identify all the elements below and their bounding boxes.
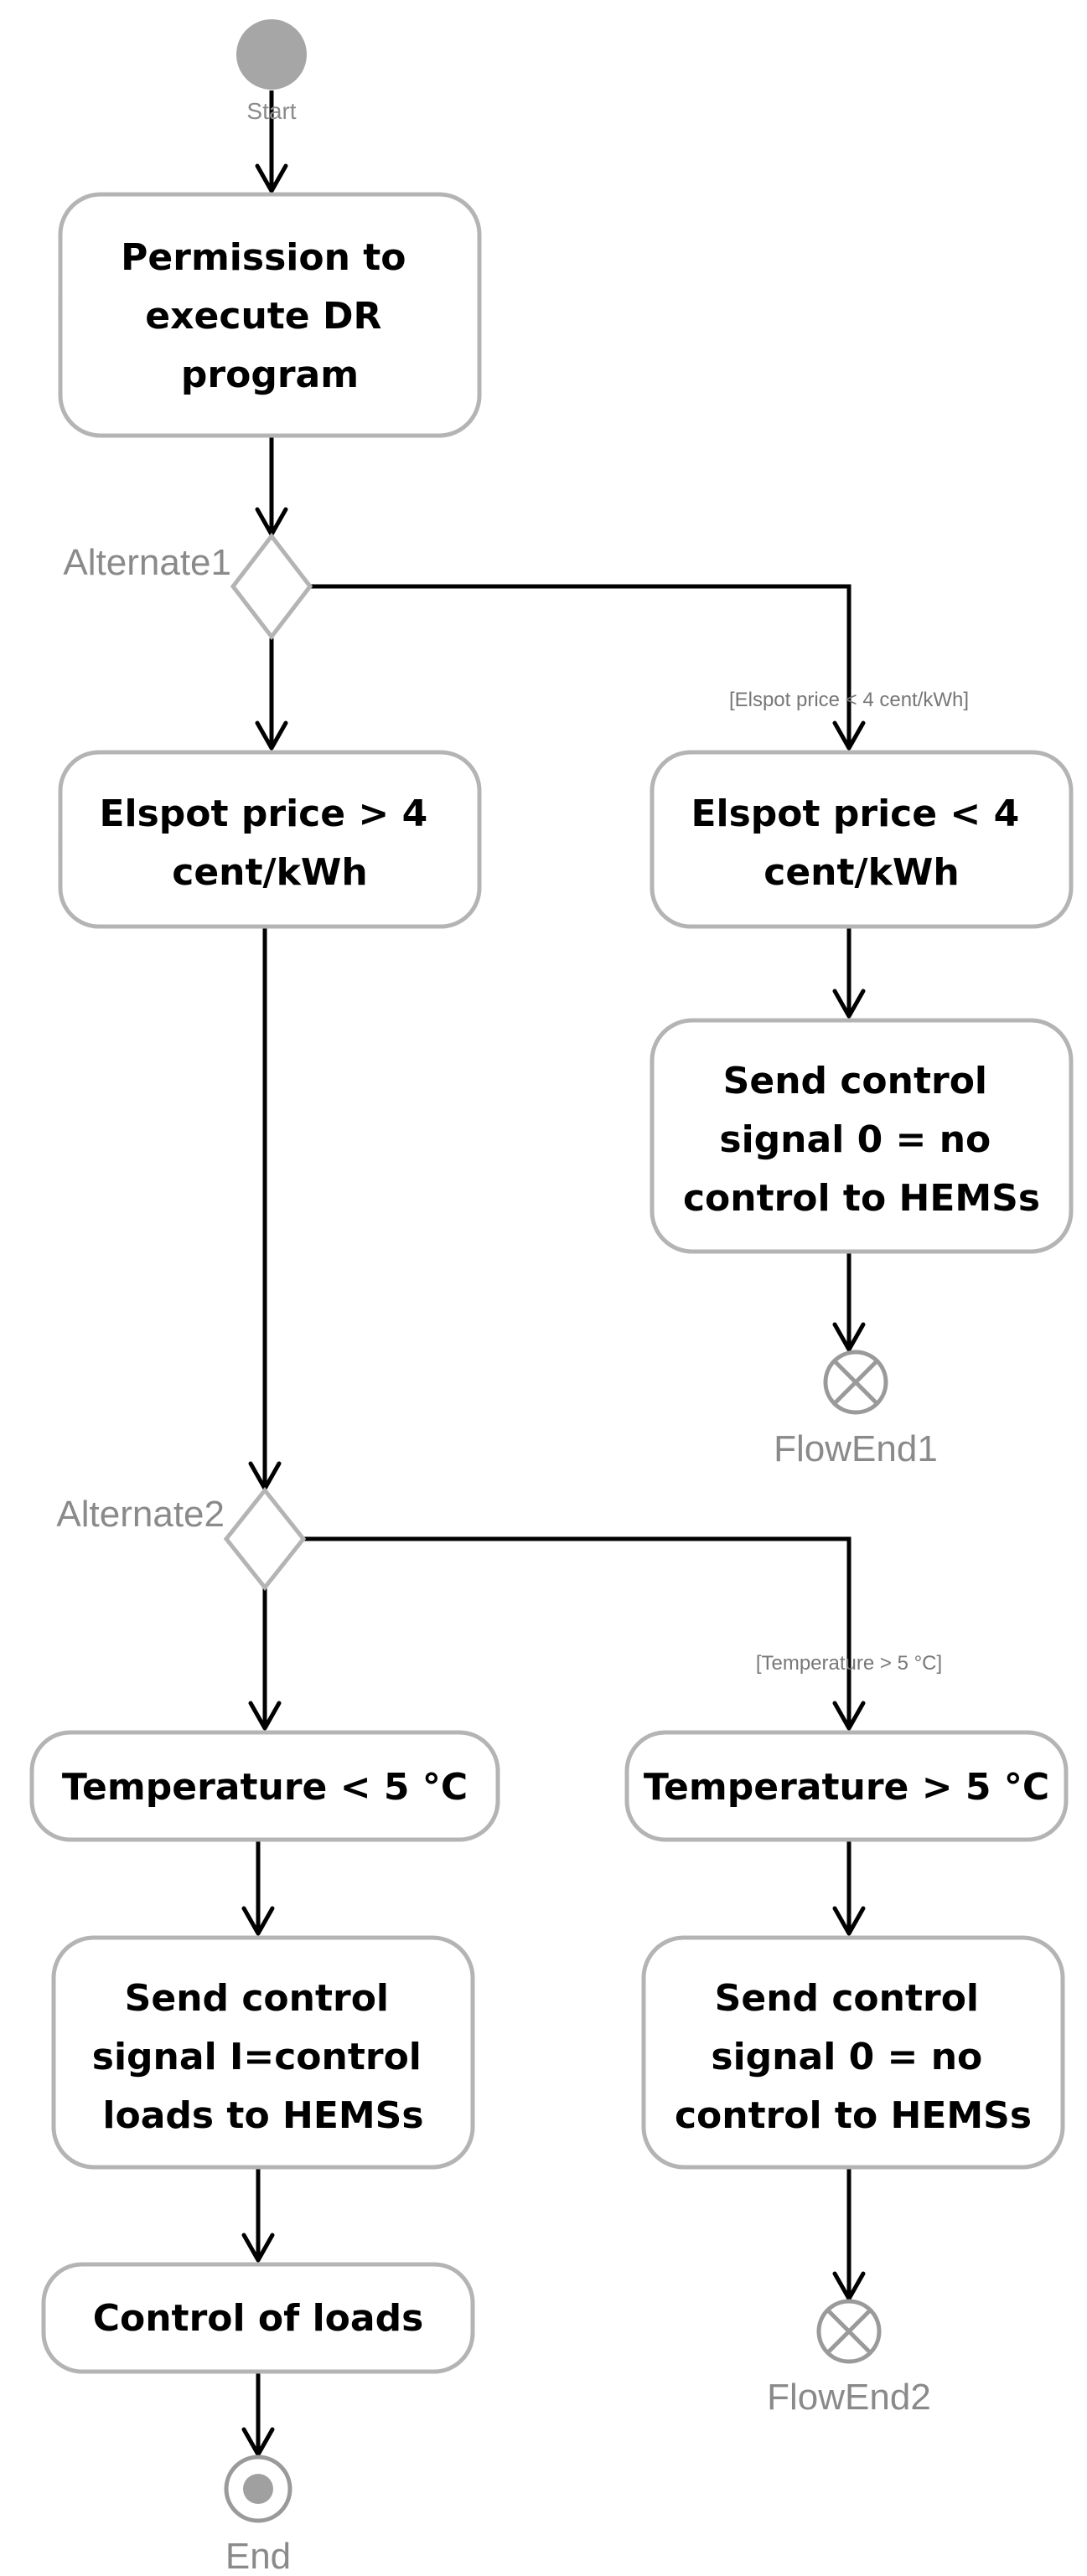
activity-box [624,1730,1069,1842]
initial-node-circle [236,19,307,90]
activity-box [650,750,1074,929]
arrowhead [241,2427,275,2457]
edge-alternate2-temp-high [303,1536,851,1728]
activity-text: Send control signal 0 = no control to HE… [675,1977,1032,2137]
arrowhead [832,1906,866,1936]
activity-send-no-control-1: Send control signal 0 = no control to HE… [650,1018,1074,1254]
decision-alternate1: Alternate1 [63,532,313,641]
activity-temp-high: Temperature > 5 °C [624,1730,1069,1842]
activity-text: Elspot price > 4 cent/kWh [99,792,440,894]
activity-text: Control of loads [93,2297,424,2340]
activity-box [650,1018,1074,1254]
edges [241,90,866,2457]
activity-text: Temperature < 5 °C [62,1766,468,1809]
activity-price-low: Elspot price < 4 cent/kWh [650,750,1074,929]
activity-box [641,1935,1065,2170]
activity-box [51,1935,475,2170]
activity-box [41,2262,475,2374]
guard-price-low: [Elspot price < 4 cent/kWh] [729,689,969,711]
activity-text: Permission to execute DR program [121,236,419,396]
end-label: End [225,2536,291,2576]
arrowhead [255,720,288,751]
initial-node: Start [236,19,307,124]
flow-final-cross [826,2309,872,2354]
activity-text: Elspot price < 4 cent/kWh [691,792,1032,894]
activity-temp-low: Temperature < 5 °C [29,1730,500,1842]
activity-box [29,1730,500,1842]
edge-alternate1-price-low [310,584,851,748]
flowend2-label: FlowEnd2 [767,2377,931,2418]
arrowhead [255,163,288,194]
start-label: Start [246,98,296,124]
activity-permission: Permission to execute DR program [58,192,482,438]
activity-text: Send control signal I=control loads to H… [92,1977,434,2137]
activity-box [58,192,482,438]
activity-send-control-loads: Send control signal I=control loads to H… [51,1935,475,2170]
decision-alternate2: Alternate2 [56,1486,307,1592]
arrowhead [241,2233,275,2263]
decision-label: Alternate2 [56,1494,225,1535]
arrowhead [832,2271,866,2301]
final-node: End [224,2455,292,2576]
decision-diamond [223,1486,307,1592]
arrowhead [241,1906,275,1936]
activity-text: Send control signal 0 = no control to HE… [683,1060,1040,1220]
activity-text: Temperature > 5 °C [644,1766,1049,1809]
arrowhead [832,1701,866,1731]
arrowhead [832,720,866,751]
arrowhead [832,989,866,1019]
flow-final-node-1: FlowEnd1 [774,1350,938,1469]
activity-box [58,750,482,929]
activity-control-of-loads: Control of loads [41,2262,475,2374]
decision-diamond [230,532,313,641]
final-node-inner [243,2474,273,2504]
arrowhead [832,1322,866,1352]
flowend1-label: FlowEnd1 [774,1428,938,1469]
arrowhead [248,1701,282,1731]
activity-price-high: Elspot price > 4 cent/kWh [58,750,482,929]
decision-label: Alternate1 [63,542,231,583]
activity-send-no-control-2: Send control signal 0 = no control to HE… [641,1935,1065,2170]
flow-final-node-2: FlowEnd2 [767,2299,931,2418]
guard-temp-high: [Temperature > 5 °C] [756,1652,942,1675]
flow-final-cross [833,1360,878,1405]
